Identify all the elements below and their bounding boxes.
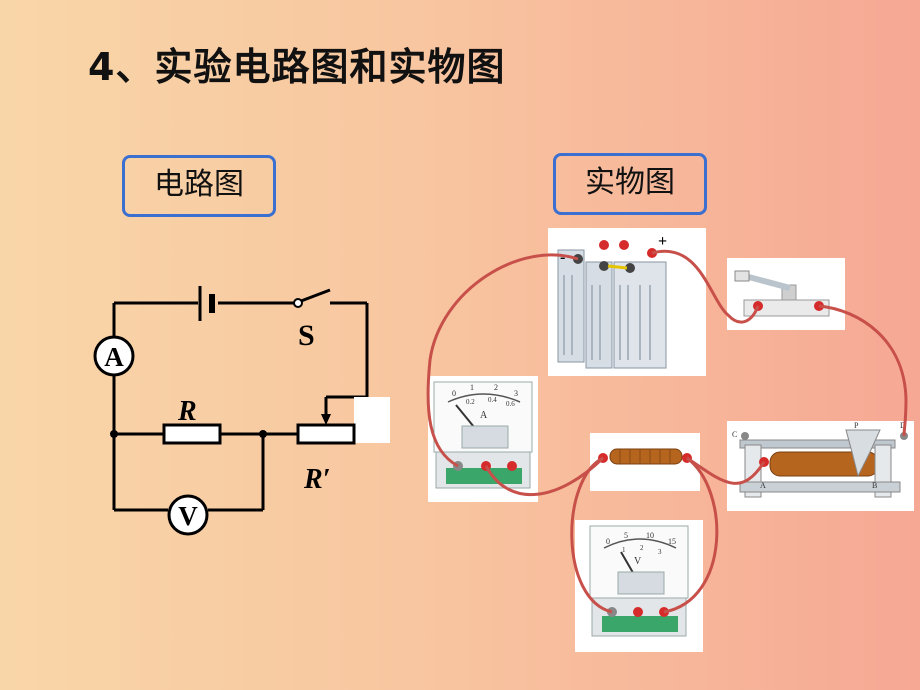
voltmeter-device — [589, 525, 689, 637]
resistor-symbol — [162, 423, 222, 445]
ammeter-device — [433, 381, 533, 489]
rheostat-terminal-a: A — [760, 481, 766, 490]
battery-symbol — [198, 286, 215, 321]
voltmeter-scale-1: 5 — [624, 531, 628, 540]
ammeter-scale-2: 2 — [494, 383, 498, 392]
connecting-wires — [426, 249, 908, 614]
voltmeter-scale-b1: 2 — [640, 544, 644, 552]
rheostat-terminal-p: P — [854, 421, 859, 430]
voltmeter-letter: V — [178, 501, 198, 531]
voltmeter-scale-b0: 1 — [622, 546, 626, 554]
ammeter-scale-b0: 0.2 — [466, 398, 475, 406]
schematic-label: 电路图 — [122, 155, 276, 217]
ammeter-scale-0: 0 — [452, 389, 456, 398]
sliding-rheostat — [739, 429, 908, 498]
fixed-resistor — [598, 448, 692, 465]
rheostat-terminal-b: B — [872, 481, 877, 490]
voltmeter-symbol — [167, 494, 209, 536]
rheostat-terminal-c: C — [732, 430, 737, 439]
battery-pack — [557, 240, 667, 369]
switch-symbol — [293, 288, 331, 308]
page-title: 4、实验电路图和实物图 — [88, 45, 506, 89]
voltmeter-scale-2: 10 — [646, 531, 654, 540]
battery-minus-label: - — [560, 249, 565, 266]
ammeter-scale-1: 1 — [470, 383, 474, 392]
ammeter-scale-b2: 0.6 — [506, 400, 515, 408]
rheostat-terminal-d: D — [900, 421, 906, 430]
ammeter-scale-3: 3 — [514, 389, 518, 398]
ammeter-scale-b1: 0.4 — [488, 396, 497, 404]
resistor-label: R — [177, 396, 197, 427]
battery-plus-label: + — [658, 233, 667, 250]
voltmeter-scale-0: 0 — [606, 537, 610, 546]
ammeter-unit: A — [480, 410, 488, 421]
voltmeter-unit: V — [634, 556, 642, 567]
ammeter-symbol — [93, 335, 135, 377]
voltmeter-scale-3: 15 — [668, 537, 676, 546]
ammeter-letter: A — [104, 342, 124, 372]
switch-label: S — [298, 319, 315, 352]
voltmeter-scale-b2: 3 — [658, 548, 662, 556]
rheostat-label: R′ — [303, 464, 331, 495]
physical-label: 实物图 — [553, 153, 707, 215]
